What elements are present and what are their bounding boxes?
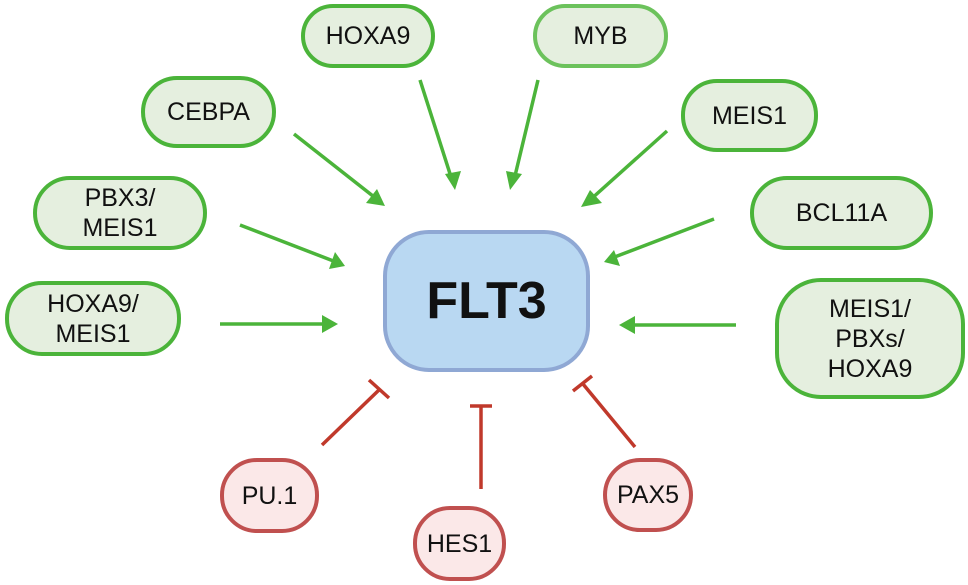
- arrow-myb: [512, 79, 540, 181]
- node-label: PAX5: [616, 481, 680, 509]
- arrow-cebpa: [292, 132, 380, 202]
- node-meis1[interactable]: MEIS1: [681, 79, 818, 152]
- node-label: CEBPA: [167, 98, 250, 126]
- node-bcl11a[interactable]: BCL11A: [750, 176, 933, 250]
- arrow-meis1: [588, 129, 669, 202]
- node-label: HOXA9/ MEIS1: [47, 289, 139, 348]
- inhibit-pax5-bar: [571, 374, 594, 393]
- arrow-bcl11a: [611, 217, 715, 260]
- arrowhead-pbx3-meis1: [329, 252, 345, 269]
- inhibit-pu1-bar: [367, 378, 391, 400]
- arrow-pbx3-meis1: [239, 223, 337, 264]
- node-meis1-pbxs-hoxa9[interactable]: MEIS1/ PBXs/ HOXA9: [775, 278, 965, 399]
- arrowhead-myb: [506, 171, 522, 190]
- node-hoxa9[interactable]: HOXA9: [301, 4, 435, 68]
- node-flt3-label: FLT3: [426, 272, 547, 330]
- node-label: MEIS1: [711, 101, 788, 130]
- node-label: BCL11A: [795, 199, 888, 227]
- arrowhead-meis1: [581, 190, 602, 207]
- arrowhead-hoxa9: [445, 171, 461, 190]
- node-pax5[interactable]: PAX5: [603, 458, 693, 532]
- activation-arrows: [220, 79, 736, 327]
- node-cebpa[interactable]: CEBPA: [141, 76, 276, 148]
- arrowhead-hoxa9-meis1: [322, 315, 338, 333]
- arrowhead-meis1-pbxs-hoxa9: [619, 316, 635, 334]
- node-pu1[interactable]: PU.1: [220, 458, 319, 533]
- node-label: HES1: [426, 529, 493, 558]
- node-label: MEIS1/ PBXs/ HOXA9: [827, 294, 913, 383]
- node-label: HOXA9: [325, 22, 411, 50]
- node-label: MYB: [573, 22, 628, 50]
- arrowhead-bcl11a: [604, 250, 620, 266]
- node-hoxa9-meis1[interactable]: HOXA9/ MEIS1: [5, 281, 181, 356]
- node-pbx3-meis1[interactable]: PBX3/ MEIS1: [33, 176, 207, 250]
- arrowheads: [322, 171, 635, 334]
- inhibit-pu1: [320, 387, 382, 447]
- node-label: PBX3/ MEIS1: [82, 184, 158, 242]
- inhibition-edges: [320, 374, 637, 489]
- node-flt3[interactable]: FLT3: [383, 230, 590, 372]
- inhibit-pax5: [581, 382, 637, 449]
- node-hes1[interactable]: HES1: [413, 506, 506, 581]
- node-myb[interactable]: MYB: [533, 4, 668, 68]
- arrow-hoxa9: [418, 79, 454, 181]
- arrowhead-cebpa: [366, 189, 385, 206]
- node-label: PU.1: [241, 481, 298, 510]
